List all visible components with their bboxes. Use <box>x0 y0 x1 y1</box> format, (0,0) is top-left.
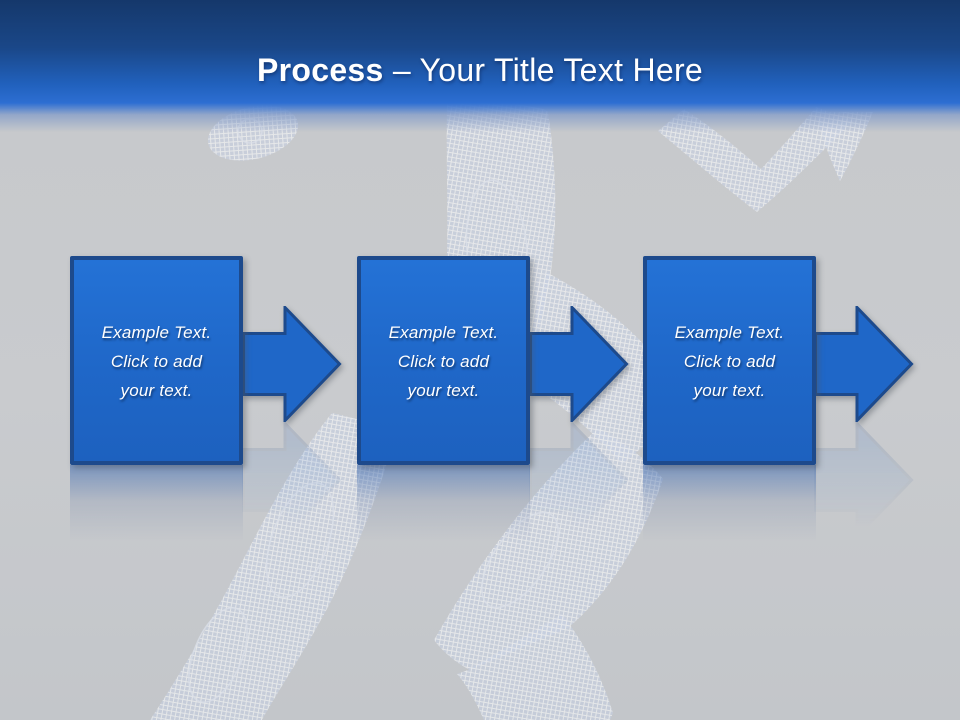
runner-rear-shin-mesh <box>457 614 613 720</box>
process-step-box-3[interactable]: Example Text. Click to add your text. <box>643 256 816 465</box>
runner-front-leg-mesh <box>150 413 396 720</box>
arrow-reflection <box>814 422 914 538</box>
process-arrow-1 <box>242 306 342 422</box>
runner-arm-mesh <box>658 107 853 212</box>
step-text: Example Text. Click to add your text. <box>675 318 785 405</box>
process-step-box-1[interactable]: Example Text. Click to add your text. <box>70 256 243 465</box>
slide-title: Process – Your Title Text Here <box>0 52 960 89</box>
step-reflection <box>357 465 530 541</box>
slide-title-bold: Process <box>256 52 384 88</box>
step-text-line: Example Text. <box>674 323 785 342</box>
step-text-line: Example Text. <box>388 323 499 342</box>
step-text-line: Click to add <box>683 352 776 371</box>
process-step-box-2[interactable]: Example Text. Click to add your text. <box>357 256 530 465</box>
step-text: Example Text. Click to add your text. <box>102 318 212 405</box>
process-arrow-3 <box>814 306 914 422</box>
process-arrow-2 <box>529 306 629 422</box>
arrow-reflection <box>242 422 342 538</box>
step-text-line: Click to add <box>397 352 490 371</box>
arrow-reflection <box>529 422 629 538</box>
step-text-line: your text. <box>120 381 193 400</box>
runner-rear-thigh-mesh <box>434 428 663 670</box>
step-text-line: Example Text. <box>101 323 212 342</box>
step-reflection <box>70 465 243 541</box>
title-bar: Process – Your Title Text Here <box>0 0 960 132</box>
step-text: Example Text. Click to add your text. <box>389 318 499 405</box>
step-reflection <box>643 465 816 541</box>
step-text-line: your text. <box>693 381 766 400</box>
step-text-line: your text. <box>407 381 480 400</box>
slide-title-rest: – Your Title Text Here <box>383 52 704 88</box>
step-text-line: Click to add <box>110 352 203 371</box>
